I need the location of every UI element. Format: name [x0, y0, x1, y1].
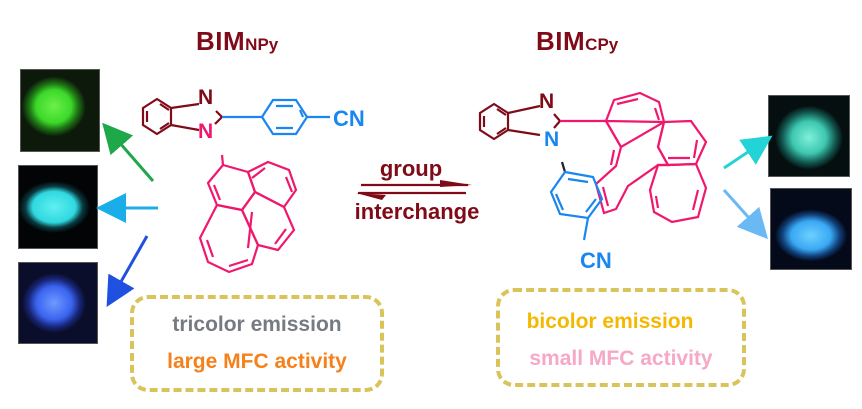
left-cyanophenyl	[222, 98, 330, 136]
right-property-box: bicolor emission small MFC activity	[496, 288, 746, 387]
arrow-blue	[106, 235, 149, 308]
left-atom-n-bottom: N	[198, 120, 213, 143]
right-cn-label: CN	[580, 248, 612, 273]
title-subscript: CPy	[585, 35, 619, 54]
arrow-lightblue	[722, 188, 769, 240]
photo-blue-emission	[18, 262, 98, 344]
transition-label-top: group	[380, 156, 442, 181]
compound-title-bimnpy: BIMNPy	[196, 26, 278, 57]
left-box-line1: tricolor emission	[172, 313, 342, 336]
photo-lightblue-emission	[770, 188, 852, 270]
right-cyanophenyl	[549, 161, 604, 241]
title-main: BIM	[196, 26, 246, 56]
right-pyrene	[560, 91, 708, 224]
left-benzimidazole	[141, 97, 223, 136]
left-atom-n-top: N	[198, 86, 213, 109]
right-box-line2: small MFC activity	[529, 347, 713, 370]
arrow-teal	[723, 135, 773, 170]
photo-cyan-emission	[18, 165, 98, 249]
photo-teal-emission	[768, 95, 850, 177]
left-cn-label: CN	[333, 106, 365, 131]
transition-label-bottom: interchange	[355, 199, 480, 224]
right-box-line1: bicolor emission	[526, 310, 694, 333]
left-pyrene	[198, 154, 298, 274]
left-box-line2: large MFC activity	[167, 350, 347, 373]
right-atom-n-top: N	[539, 90, 554, 113]
photo-green-emission	[20, 69, 100, 152]
right-atom-n-bottom: N	[544, 128, 559, 151]
equilibrium-arrows	[356, 180, 472, 200]
title-subscript: NPy	[245, 35, 279, 54]
compound-title-bimcpy: BIMCPy	[536, 26, 618, 57]
left-property-box: tricolor emission large MFC activity	[130, 295, 384, 392]
arrow-green	[102, 122, 155, 182]
title-main: BIM	[536, 26, 586, 56]
right-benzimidazole	[478, 102, 561, 141]
